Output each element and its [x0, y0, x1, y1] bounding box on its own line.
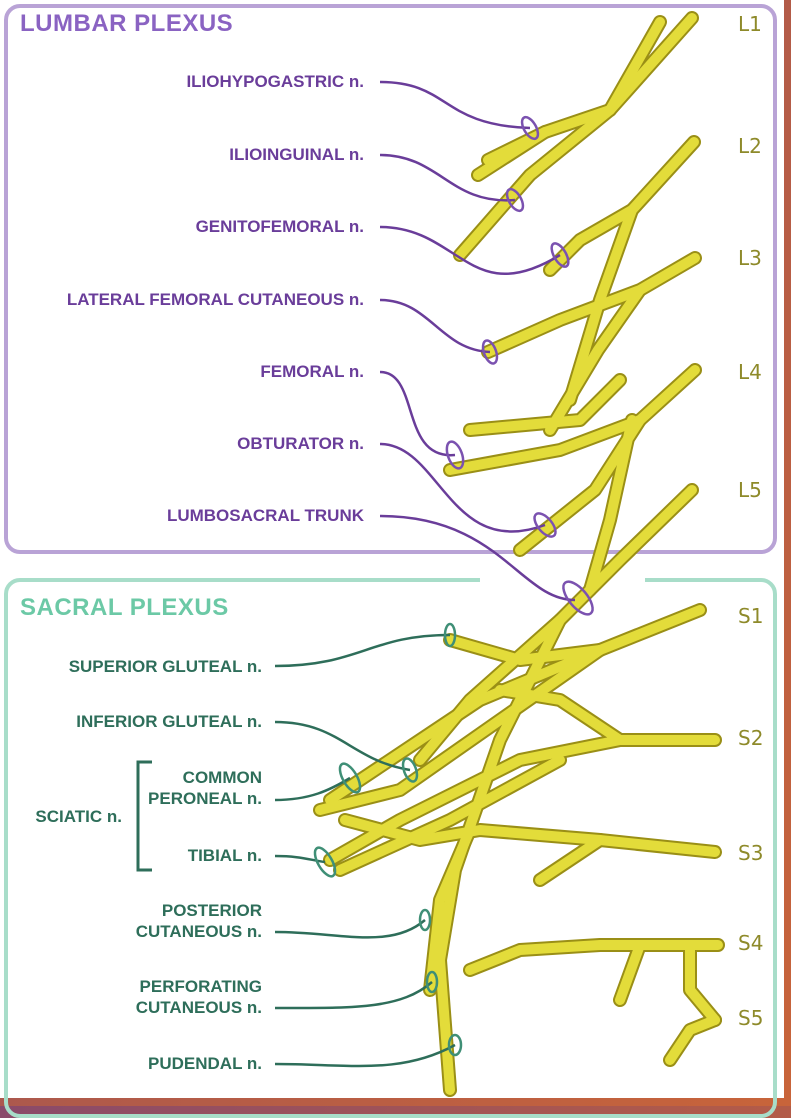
label-posterior-cutaneous: POSTERIOR CUTANEOUS n. [135, 901, 262, 941]
level-l2: L2 [738, 134, 762, 158]
sacral-plexus-title: SACRAL PLEXUS [20, 594, 229, 621]
level-s4: S4 [738, 931, 764, 955]
label-sciatic: SCIATIC n. [35, 807, 122, 826]
level-s1: S1 [738, 604, 764, 628]
level-l3: L3 [738, 246, 762, 270]
label-superior-gluteal: SUPERIOR GLUTEAL n. [68, 657, 262, 676]
lumbar-plexus-title: LUMBAR PLEXUS [20, 10, 234, 37]
level-l1: L1 [738, 12, 762, 36]
level-l5: L5 [738, 478, 762, 502]
lumbar-plexus-box [4, 4, 777, 554]
label-lumbosacral-trunk: LUMBOSACRAL TRUNK [166, 506, 364, 525]
label-lateral-femoral-cutaneous: LATERAL FEMORAL CUTANEOUS n. [66, 290, 364, 309]
label-common-peroneal: COMMON PERONEAL n. [148, 768, 262, 808]
label-perforating-cutaneous: PERFORATING CUTANEOUS n. [135, 977, 262, 1017]
label-tibial: TIBIAL n. [187, 846, 262, 865]
level-s3: S3 [738, 841, 764, 865]
label-inferior-gluteal: INFERIOR GLUTEAL n. [76, 712, 262, 731]
label-obturator: OBTURATOR n. [237, 434, 364, 453]
level-s5: S5 [738, 1006, 764, 1030]
level-l4: L4 [738, 360, 762, 384]
label-pudendal: PUDENDAL n. [148, 1054, 262, 1073]
level-s2: S2 [738, 726, 764, 750]
label-ilioinguinal: ILIOINGUINAL n. [229, 145, 364, 164]
label-genitofemoral: GENITOFEMORAL n. [195, 217, 364, 236]
diagram-canvas: LUMBAR PLEXUS SACRAL PLEXUS L1 L2 L3 L4 … [4, 4, 777, 1118]
label-iliohypogastric: ILIOHYPOGASTRIC n. [186, 72, 364, 91]
label-femoral: FEMORAL n. [260, 362, 364, 381]
